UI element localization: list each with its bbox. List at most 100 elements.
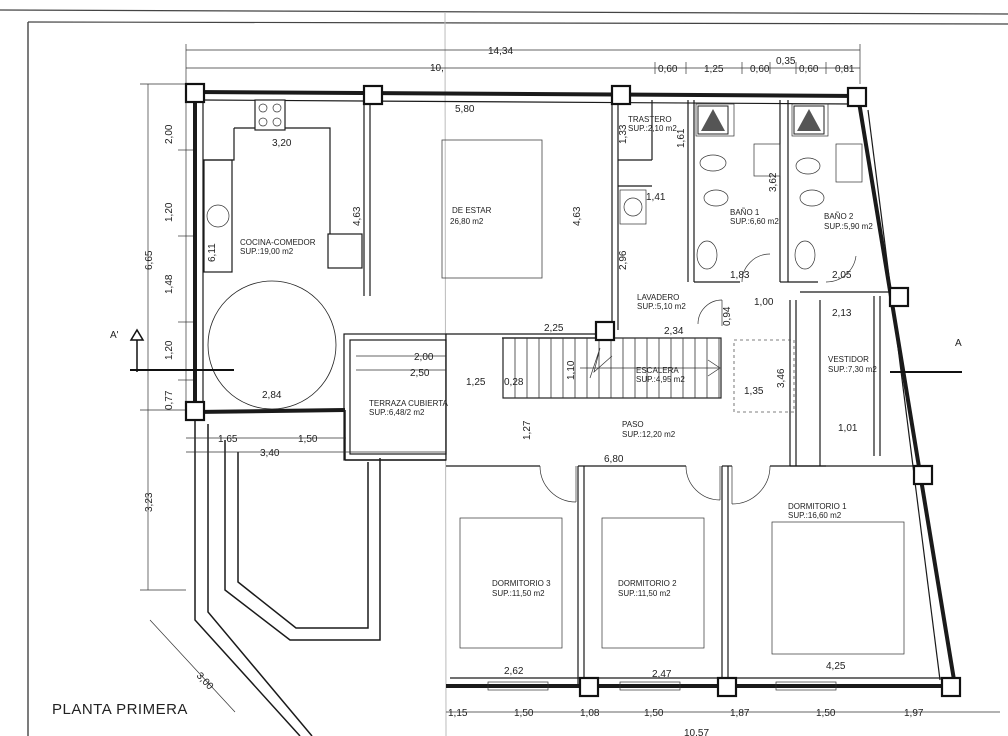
dim-left-120a: 1,20 <box>164 202 175 222</box>
dim-094: 0,94 <box>722 306 733 326</box>
dim-left-120b: 1,20 <box>164 340 175 360</box>
dim-247: 2,47 <box>652 669 672 680</box>
room-trastero-area: SUP.:2,10 m2 <box>628 124 677 133</box>
dim-left-665: 6,65 <box>144 250 155 270</box>
bottom-windows <box>487 681 837 691</box>
top-dimensions <box>185 44 861 84</box>
dim-133: 1,33 <box>618 124 629 144</box>
stair-arrow <box>580 347 721 379</box>
room-estar-name: DE ESTAR <box>452 206 492 215</box>
room-escalera-name: ESCALERA <box>636 366 679 375</box>
room-lavadero-area: SUP.:5,10 m2 <box>637 302 686 311</box>
bathroom-fixtures <box>619 103 863 283</box>
plan-title: PLANTA PRIMERA <box>52 701 188 718</box>
dim-bottom-1057: 10,57 <box>684 728 709 736</box>
terraza-dim-lines <box>356 355 446 371</box>
dim-bottom-150a: 1,50 <box>514 708 534 719</box>
left-dimensions <box>140 83 196 591</box>
room-dorm1-area: SUP.:16,60 m2 <box>788 511 842 520</box>
dim-320: 3,20 <box>272 138 292 149</box>
dim-161: 1,61 <box>676 128 687 148</box>
room-dorm1-name: DORMITORIO 1 <box>788 502 847 511</box>
dim-362: 3,62 <box>768 172 779 192</box>
section-marker-left <box>129 328 145 372</box>
dim-200b: 2,00 <box>414 352 434 363</box>
dim-left-323: 3,23 <box>144 492 155 512</box>
exterior-walls-inner <box>202 99 942 681</box>
stove-icon <box>254 99 286 131</box>
room-terraza-name: TERRAZA CUBIERTA <box>369 399 448 408</box>
lavadero-door <box>697 299 723 326</box>
dim-028: 0,28 <box>504 377 524 388</box>
dim-top-081: 0,81 <box>835 64 855 75</box>
dim-top-060c: 0,60 <box>799 64 819 75</box>
room-estar-area: 26,80 m2 <box>450 217 484 226</box>
bedroom-doors <box>539 465 771 505</box>
diagonal-dimension <box>149 619 236 713</box>
room-dorm2-area: SUP.:11,50 m2 <box>618 589 671 598</box>
dim-top-060a: 0,60 <box>658 64 678 75</box>
room-escalera-area: SUP.:4,95 m2 <box>636 375 685 384</box>
dim-125: 1,25 <box>466 377 486 388</box>
room-bano1-name: BAÑO 1 <box>730 208 760 217</box>
shower-icon-1 <box>697 105 729 135</box>
dim-141: 1,41 <box>646 192 666 203</box>
dim-225: 2,25 <box>544 323 564 334</box>
dim-top-125: 1,25 <box>704 64 724 75</box>
dim-bottom-187: 1,87 <box>730 708 750 719</box>
dim-262: 2,62 <box>504 666 524 677</box>
bedroom-beds <box>459 517 905 655</box>
sheet-border <box>0 9 1008 736</box>
room-lavadero-name: LAVADERO <box>637 293 679 302</box>
room-terraza-area: SUP.:6,48/2 m2 <box>369 408 425 417</box>
dim-top-035: 0,35 <box>776 56 796 67</box>
dim-680: 6,80 <box>604 454 624 465</box>
dim-top-060b: 0,60 <box>750 64 770 75</box>
room-paso-area: SUP.:12,20 m2 <box>622 430 676 439</box>
dim-bottom-197: 1,97 <box>904 708 924 719</box>
dim-463b: 4,63 <box>572 206 583 226</box>
room-vestidor-name: VESTIDOR <box>828 355 869 364</box>
dim-234: 2,34 <box>664 326 684 337</box>
dim-top-total: 14,34 <box>488 46 513 57</box>
room-dorm3-area: SUP.:11,50 m2 <box>492 589 545 598</box>
dim-bottom-115: 1,15 <box>448 708 468 719</box>
room-bano1-area: SUP.:6,60 m2 <box>730 217 779 226</box>
dim-284: 2,84 <box>262 390 282 401</box>
dim-611: 6,11 <box>207 243 218 262</box>
room-bano2-name: BAÑO 2 <box>824 212 854 221</box>
room-dorm3-name: DORMITORIO 3 <box>492 579 551 588</box>
service-walls <box>611 96 892 467</box>
dining-table-icon <box>130 280 337 410</box>
room-bano2-area: SUP.:5,90 m2 <box>824 222 873 231</box>
kitchen-walls <box>203 96 371 296</box>
dim-425: 4,25 <box>826 661 846 672</box>
dim-135: 1,35 <box>744 386 764 397</box>
room-vestidor-area: SUP.:7,30 m2 <box>828 365 877 374</box>
stair <box>446 333 722 399</box>
dim-bottom-108: 1,08 <box>580 708 600 719</box>
terraza-cubierta-box <box>343 333 447 461</box>
dim-250: 2,50 <box>410 368 430 379</box>
dim-340: 3,40 <box>260 448 280 459</box>
section-mark-right: A <box>955 338 962 349</box>
dim-bottom-150b: 1,50 <box>644 708 664 719</box>
dim-296: 2,96 <box>618 250 629 270</box>
shower-icon-2 <box>793 105 825 135</box>
room-trastero-name: TRASTERO <box>628 115 672 124</box>
dim-580: 5,80 <box>455 104 475 115</box>
exterior-walls <box>193 90 957 688</box>
bedroom-walls <box>446 465 916 686</box>
structural-columns <box>184 82 962 698</box>
dim-300: 3,00 <box>194 671 216 693</box>
room-paso-name: PASO <box>622 420 644 429</box>
dim-165: 1,65 <box>218 434 238 445</box>
dim-top-10: 10, <box>430 63 444 74</box>
stair-landing-dashed <box>733 339 795 413</box>
dim-183: 1,83 <box>730 270 750 281</box>
dim-205: 2,05 <box>832 270 852 281</box>
dim-463a: 4,63 <box>352 206 363 226</box>
dim-left-077: 0,77 <box>164 390 175 410</box>
dim-100: 1,00 <box>754 297 774 308</box>
